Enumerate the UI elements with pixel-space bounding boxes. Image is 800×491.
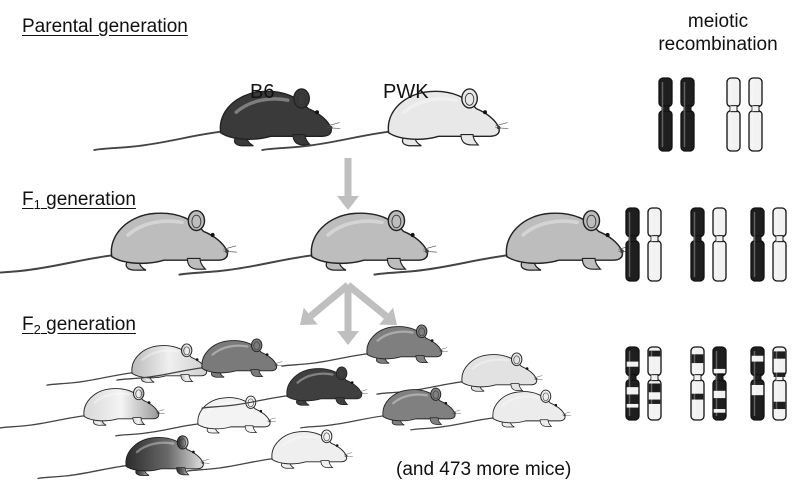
f2-suffix: generation bbox=[40, 314, 136, 335]
f2-prefix: F bbox=[22, 314, 34, 335]
chromosome-icon bbox=[748, 77, 763, 152]
f2-generation-label: F2 generation bbox=[22, 314, 136, 337]
f2-mouse-icon bbox=[0, 386, 165, 429]
down-arrow-icon bbox=[337, 158, 359, 210]
down-arrow-icon bbox=[300, 282, 351, 325]
chromosome-icon bbox=[690, 207, 705, 282]
f2-mouse-icon bbox=[281, 324, 448, 367]
chromosome-icon bbox=[658, 77, 673, 152]
f1-prefix: F bbox=[22, 189, 34, 210]
f1-mouse-icon bbox=[178, 209, 437, 276]
chromosome-icon bbox=[772, 207, 787, 282]
down-arrow-icon bbox=[337, 285, 359, 345]
f2-mouse-icon bbox=[300, 387, 461, 429]
meiotic-recombination-label: meiotic recombination bbox=[638, 10, 798, 56]
f2-mouse-icon bbox=[201, 366, 368, 409]
f2-subscript: 2 bbox=[33, 322, 41, 337]
f1-suffix: generation bbox=[40, 189, 136, 210]
more-mice-note: (and 473 more mice) bbox=[396, 459, 572, 480]
f2-mouse-icon bbox=[376, 352, 543, 395]
chromosome-icon bbox=[625, 346, 640, 421]
f2-mouse-icon bbox=[116, 338, 283, 381]
pwk-parent-mouse-icon bbox=[261, 88, 509, 151]
recombination-line-1: meiotic bbox=[687, 11, 749, 32]
f1-generation-label: F1 generation bbox=[22, 189, 136, 212]
f1-mouse-icon bbox=[0, 209, 237, 274]
chromosome-icon bbox=[647, 346, 662, 421]
down-arrow-icon bbox=[345, 282, 397, 325]
chromosome-icon bbox=[647, 207, 662, 282]
chromosome-icon bbox=[625, 207, 640, 282]
f1-subscript: 1 bbox=[33, 197, 41, 212]
parental-generation-label: Parental generation bbox=[22, 16, 188, 37]
chromosome-icon bbox=[712, 346, 727, 421]
chromosome-icon bbox=[712, 207, 727, 282]
b6-parent-mouse-icon bbox=[93, 88, 341, 151]
strain-pwk-label: PWK bbox=[383, 81, 429, 103]
f2-mouse-icon bbox=[410, 389, 571, 431]
chromosome-icon bbox=[750, 346, 765, 421]
f2-mouse-icon bbox=[186, 429, 353, 472]
chromosome-icon bbox=[690, 346, 705, 421]
chromosome-icon bbox=[680, 77, 695, 152]
f2-mouse-icon bbox=[37, 435, 210, 480]
strain-b6-label: B6 bbox=[250, 81, 275, 103]
chromosome-icon bbox=[750, 207, 765, 282]
chromosome-icon bbox=[726, 77, 741, 152]
f1-mouse-icon bbox=[373, 209, 632, 276]
recombination-line-2: recombination bbox=[658, 34, 778, 55]
chromosome-icon bbox=[772, 346, 787, 421]
